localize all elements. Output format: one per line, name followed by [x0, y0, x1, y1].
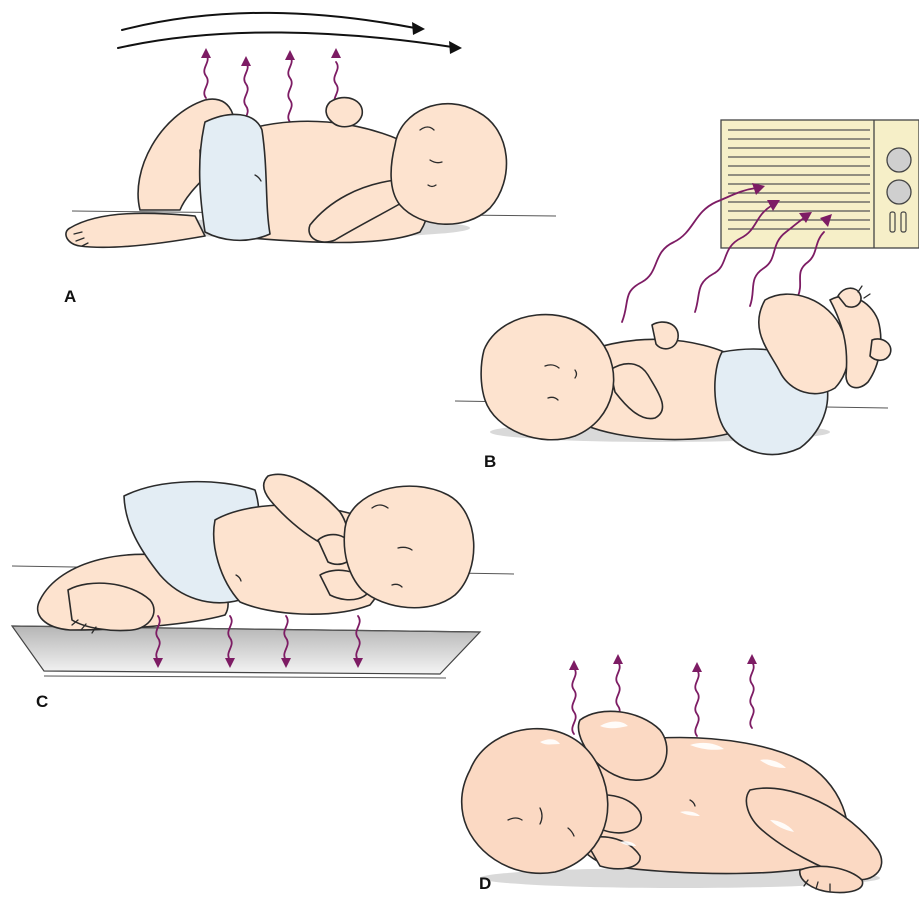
panel-d-label: D	[479, 874, 491, 893]
infant-b	[481, 286, 891, 454]
cold-surface	[12, 626, 480, 678]
air-conditioner	[721, 120, 919, 248]
air-current-arrows	[118, 13, 462, 54]
panel-c: C	[12, 474, 514, 711]
panel-a-label: A	[64, 287, 76, 306]
panel-b-label: B	[484, 452, 496, 471]
panel-a: A	[64, 13, 556, 306]
infant-d	[462, 711, 882, 892]
panel-c-label: C	[36, 692, 48, 711]
ac-knob-bottom	[887, 180, 911, 204]
panel-b: B	[455, 120, 919, 471]
ac-knob-top	[887, 148, 911, 172]
panel-d: D	[462, 654, 882, 893]
infant-c	[38, 474, 474, 633]
